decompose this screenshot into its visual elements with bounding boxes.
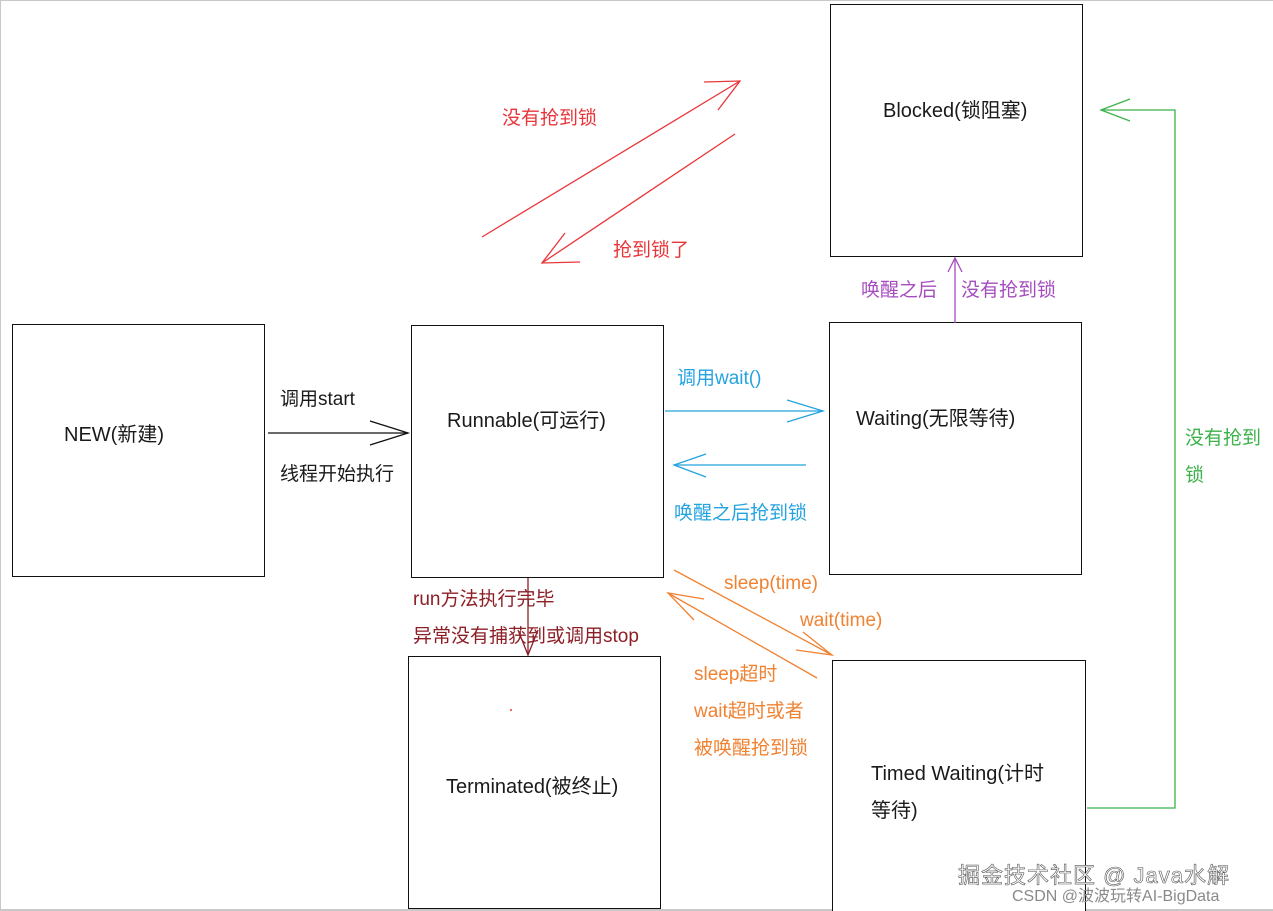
- arrow-waiting-to-blocked: [947, 256, 963, 323]
- label-wait-timeout-or: wait超时或者: [694, 701, 804, 722]
- label-woken-and-locked: 被唤醒抢到锁: [694, 738, 809, 759]
- state-runnable-label: Runnable(可运行): [447, 410, 606, 432]
- arrow-runnable-to-terminated: [517, 578, 539, 657]
- label-timed-no-lock-line2: 锁: [1185, 465, 1205, 486]
- state-timed-waiting-label-line2: 等待): [871, 800, 918, 822]
- label-run-finished: run方法执行完毕: [413, 589, 555, 610]
- label-waiting-no-lock: 没有抢到锁: [961, 280, 1057, 301]
- label-thread-start: 线程开始执行: [280, 464, 395, 485]
- frame-top-border: [0, 0, 1273, 1]
- state-runnable-box: [411, 325, 664, 578]
- state-new-label: NEW(新建): [64, 424, 164, 446]
- watermark-juejin: 掘金技术社区 @ Java水解: [958, 863, 1231, 889]
- arrow-new-to-runnable: [268, 420, 411, 446]
- label-wait-time: wait(time): [800, 610, 883, 631]
- arrow-runnable-to-timed: [673, 569, 835, 656]
- state-blocked-label: Blocked(锁阻塞): [883, 100, 1028, 122]
- state-terminated-label: Terminated(被终止): [446, 776, 619, 798]
- stray-dot: [510, 709, 512, 711]
- state-terminated-box: [408, 656, 661, 909]
- state-timed-waiting-box: [832, 660, 1086, 911]
- label-sleep-timeout: sleep超时: [694, 664, 778, 685]
- arrow-waiting-to-runnable: [672, 453, 806, 478]
- arrow-timed-to-runnable: [666, 592, 818, 679]
- state-waiting-box: [829, 322, 1082, 575]
- state-blocked-box: [830, 4, 1083, 257]
- label-wake-and-lock: 唤醒之后抢到锁: [674, 503, 808, 524]
- label-lock-acquired: 抢到锁了: [613, 240, 690, 261]
- state-waiting-label: Waiting(无限等待): [856, 408, 1016, 430]
- label-after-wake: 唤醒之后: [861, 280, 938, 301]
- label-sleep-time: sleep(time): [724, 573, 818, 594]
- state-timed-waiting-label-line1: Timed Waiting(计时: [871, 763, 1044, 785]
- frame-bottom-border: [0, 909, 1273, 911]
- label-exception-or-stop: 异常没有捕获到或调用stop: [413, 626, 639, 647]
- arrow-timed-to-blocked: [1087, 98, 1176, 809]
- state-new-box: [12, 324, 265, 577]
- arrow-blocked-to-runnable: [540, 133, 736, 264]
- label-no-lock-acquired: 没有抢到锁: [502, 108, 598, 129]
- label-call-wait: 调用wait(): [677, 368, 762, 389]
- frame-left-border: [0, 0, 1, 911]
- arrow-runnable-to-waiting: [665, 399, 826, 423]
- watermark-csdn: CSDN @波波玩转AI-BigData: [1012, 888, 1220, 905]
- arrow-runnable-to-blocked: [481, 80, 742, 238]
- label-call-start: 调用start: [280, 389, 355, 410]
- label-timed-no-lock-line1: 没有抢到: [1185, 428, 1262, 449]
